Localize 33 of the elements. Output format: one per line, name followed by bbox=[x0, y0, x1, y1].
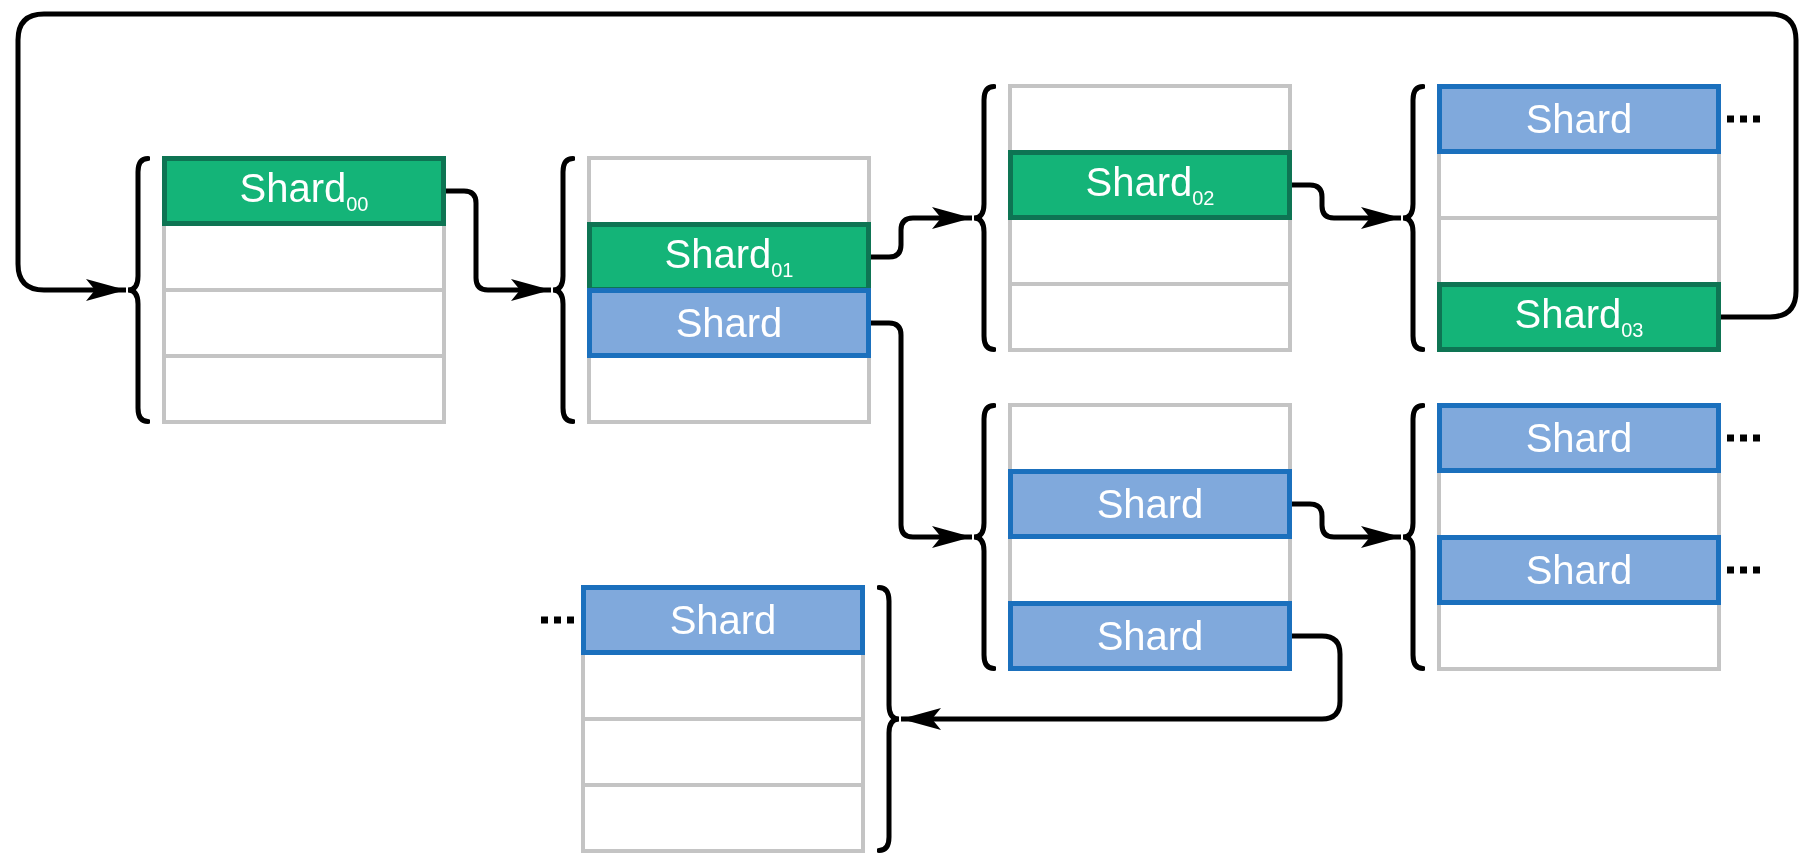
shard-slot bbox=[1008, 150, 1292, 220]
shard-slot bbox=[1437, 84, 1721, 154]
shard-slot bbox=[162, 156, 446, 226]
shard-table bbox=[1401, 84, 1721, 352]
shard-table bbox=[972, 84, 1292, 352]
shard-label: Shard bbox=[1525, 415, 1633, 461]
shard-label: Shard$_{02}$ bbox=[1085, 160, 1215, 210]
arrow bbox=[871, 207, 972, 260]
shard-slot bbox=[587, 288, 871, 358]
shard-slot bbox=[581, 585, 865, 655]
arrow bbox=[1292, 501, 1401, 548]
shard-label: Shard bbox=[669, 597, 777, 643]
shard-label: Shard bbox=[1096, 481, 1204, 527]
shard-table bbox=[126, 156, 446, 424]
shard-label: Shard bbox=[675, 300, 783, 346]
arrow bbox=[901, 633, 1343, 730]
shard-label: Shard$_{00}$ bbox=[239, 166, 369, 216]
shard-label: Shard$_{01}$ bbox=[664, 232, 794, 282]
shard-slot bbox=[1437, 535, 1721, 605]
shard-label: Shard bbox=[1525, 547, 1633, 593]
shard-slot bbox=[1437, 282, 1721, 352]
shard-table bbox=[551, 156, 871, 424]
shard-slot bbox=[1008, 601, 1292, 671]
shard-label: Shard bbox=[1096, 613, 1204, 659]
shard-label: Shard$_{03}$ bbox=[1514, 292, 1644, 342]
shard-label: Shard bbox=[1525, 96, 1633, 142]
shard-table bbox=[972, 403, 1292, 671]
shard-slot bbox=[1437, 403, 1721, 473]
arrow bbox=[1292, 182, 1401, 229]
arrow bbox=[15, 11, 1799, 320]
shard-table bbox=[1401, 403, 1721, 671]
shard-slot bbox=[1008, 469, 1292, 539]
shard-table bbox=[581, 585, 901, 853]
